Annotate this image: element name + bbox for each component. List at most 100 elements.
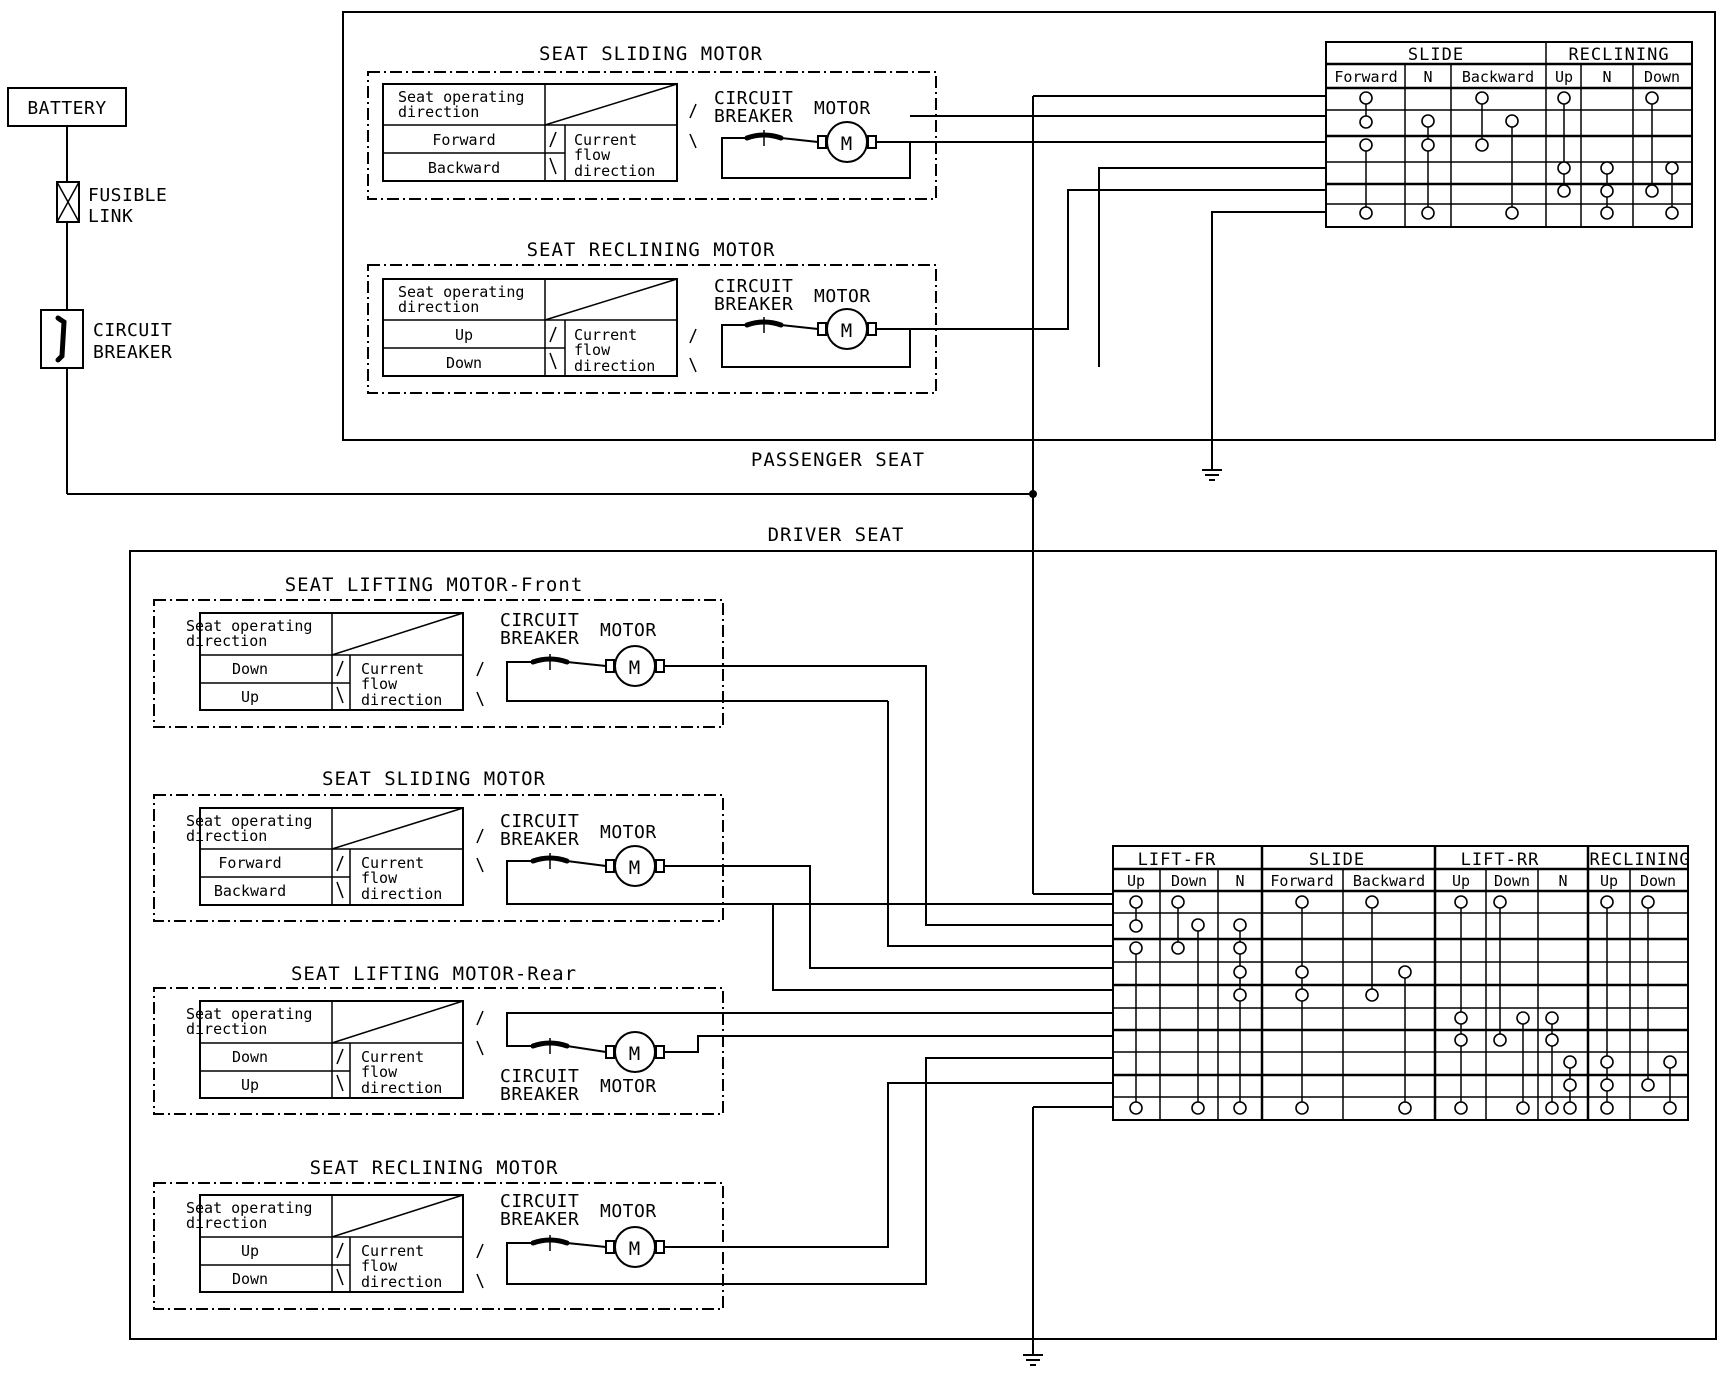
group-label: RECLINING [1568, 45, 1669, 65]
motor-label: MOTOR [814, 286, 871, 307]
flow-text-3: direction [361, 691, 442, 709]
header-text-2: direction [186, 1214, 267, 1232]
main-breaker-label-2: BREAKER [93, 342, 172, 363]
group-label: SLIDE [1408, 45, 1464, 65]
col-label: Up [1452, 872, 1470, 890]
fusible-link-label-1: FUSIBLE [88, 185, 167, 206]
motor-label: MOTOR [600, 822, 657, 843]
passenger-seat-label: PASSENGER SEAT [751, 449, 925, 471]
flow-text-2: flow [361, 675, 398, 693]
breaker-label-2: BREAKER [500, 1084, 579, 1105]
power-supply: BATTERY FUSIBLE LINK CIRCUIT BREAKER [7, 87, 1037, 894]
header-text-2: direction [398, 298, 479, 316]
flow-text-1: Current [361, 1048, 424, 1066]
motor-symbol: M [629, 1238, 641, 1260]
motor-icon [614, 1031, 656, 1073]
motor-title: SEAT RECLINING MOTOR [527, 239, 776, 261]
motor-icon [614, 1226, 656, 1268]
breaker-label-2: BREAKER [714, 294, 793, 315]
row-label: Forward [432, 131, 495, 149]
motor-icon [826, 308, 868, 350]
motor-label: MOTOR [814, 98, 871, 119]
col-label: Down [1171, 872, 1207, 890]
flow-text-3: direction [361, 1273, 442, 1291]
row-label: Down [446, 354, 482, 372]
fusible-link-label-2: LINK [88, 206, 133, 227]
motor-label: MOTOR [600, 1076, 657, 1097]
col-label: Down [1640, 872, 1676, 890]
row-label: Backward [214, 882, 286, 900]
motor-icon [826, 121, 868, 163]
driver-switch-table: LIFT-FR SLIDE LIFT-RR RECLINING Up Down … [1112, 845, 1690, 1121]
header-text-1: Seat operating [186, 1199, 312, 1217]
breaker-label-1: CIRCUIT [500, 811, 579, 832]
motor-label: MOTOR [600, 620, 657, 641]
flow-text-1: Current [574, 131, 637, 149]
flow-text-2: flow [361, 1063, 398, 1081]
passenger-reclining-motor: SEAT RECLINING MOTOR Seat operating dire… [367, 239, 937, 394]
motor-title: SEAT LIFTING MOTOR-Front [285, 574, 584, 596]
col-label: N [1602, 68, 1611, 86]
motor-symbol: M [629, 857, 641, 879]
flow-text-1: Current [361, 660, 424, 678]
col-label: N [1423, 68, 1432, 86]
motor-title: SEAT LIFTING MOTOR-Rear [291, 963, 577, 985]
group-label: LIFT-FR [1138, 850, 1217, 870]
breaker-label-1: CIRCUIT [714, 276, 793, 297]
flow-text-1: Current [361, 854, 424, 872]
flow-text-1: Current [361, 1242, 424, 1260]
group-label: LIFT-RR [1461, 850, 1540, 870]
driver-seat-section: DRIVER SEAT SEAT LIFTING MOTOR-Front Sea… [129, 524, 1717, 1366]
group-label: SLIDE [1309, 850, 1365, 870]
driver-seat-label: DRIVER SEAT [768, 524, 905, 546]
row-label: Up [241, 1242, 259, 1260]
flow-text-3: direction [361, 1079, 442, 1097]
header-text-2: direction [186, 827, 267, 845]
driver-lift-front-motor: SEAT LIFTING MOTOR-Front Seat operating … [153, 574, 888, 728]
breaker-label-2: BREAKER [500, 1209, 579, 1230]
col-label: Down [1644, 68, 1680, 86]
row-label: Up [241, 1076, 259, 1094]
row-label: Down [232, 1270, 268, 1288]
header-text-1: Seat operating [398, 88, 524, 106]
header-text-1: Seat operating [186, 1005, 312, 1023]
row-label: Up [241, 688, 259, 706]
motor-symbol: M [841, 133, 853, 155]
battery-box [7, 87, 127, 127]
header-text-1: Seat operating [186, 617, 312, 635]
passenger-wiring [910, 95, 1326, 481]
driver-wiring [664, 665, 1113, 1366]
flow-text-2: flow [361, 869, 398, 887]
breaker-label-1: CIRCUIT [500, 610, 579, 631]
header-text-1: Seat operating [398, 283, 524, 301]
col-label: Backward [1462, 68, 1534, 86]
main-breaker-label-1: CIRCUIT [93, 320, 172, 341]
flow-text-2: flow [574, 341, 611, 359]
battery-label: BATTERY [27, 98, 106, 119]
breaker-label-2: BREAKER [500, 628, 579, 649]
header-text-2: direction [398, 103, 479, 121]
passenger-sliding-motor: SEAT SLIDING MOTOR Seat operating direct… [367, 43, 937, 200]
flow-text-1: Current [574, 326, 637, 344]
motor-title: SEAT RECLINING MOTOR [310, 1157, 559, 1179]
col-label: N [1235, 872, 1244, 890]
motor-icon [614, 845, 656, 887]
row-label: Backward [428, 159, 500, 177]
breaker-label-2: BREAKER [500, 829, 579, 850]
motor-symbol: M [629, 657, 641, 679]
flow-text-2: flow [361, 1257, 398, 1275]
breaker-label-1: CIRCUIT [714, 88, 793, 109]
row-label: Forward [218, 854, 281, 872]
breaker-label-1: CIRCUIT [500, 1191, 579, 1212]
col-label: Up [1127, 872, 1145, 890]
col-label: Up [1555, 68, 1573, 86]
motor-label: MOTOR [600, 1201, 657, 1222]
motor-icon [614, 645, 656, 687]
motor-title: SEAT SLIDING MOTOR [322, 768, 546, 790]
col-label: Backward [1353, 872, 1425, 890]
passenger-seat-section: PASSENGER SEAT SEAT SLIDING MOTOR Seat o… [342, 11, 1716, 481]
flow-text-2: flow [574, 146, 611, 164]
col-label: Forward [1270, 872, 1333, 890]
row-label: Down [232, 1048, 268, 1066]
